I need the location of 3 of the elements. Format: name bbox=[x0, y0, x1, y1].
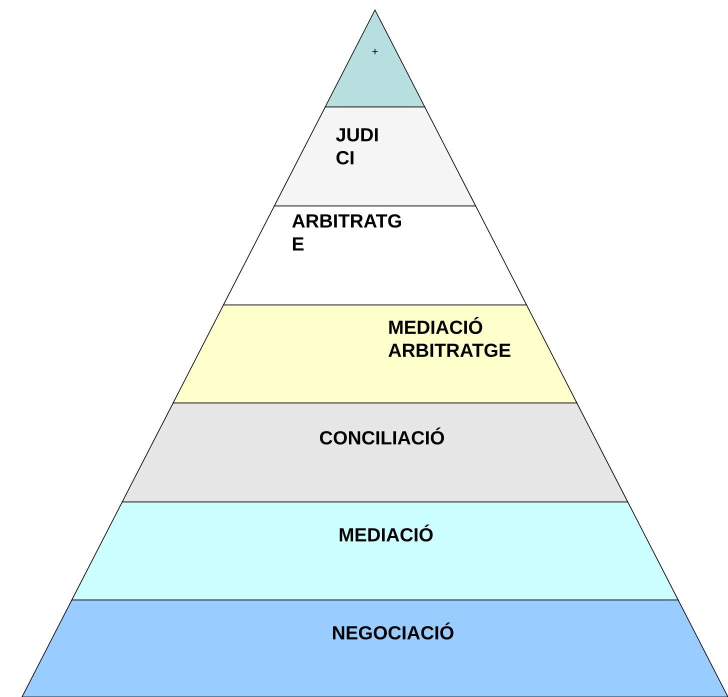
pyramid-level: MEDIACIÓ bbox=[71, 502, 679, 600]
pyramid-level: CONCILIACIÓ bbox=[122, 402, 628, 502]
pyramid-level: JUDI CI bbox=[274, 106, 476, 206]
